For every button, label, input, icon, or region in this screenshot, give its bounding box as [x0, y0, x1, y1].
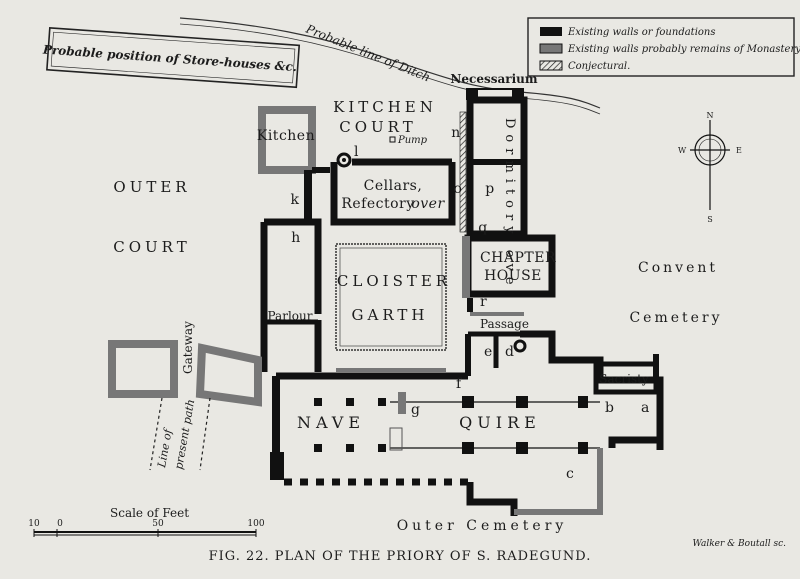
necessarium-label: Necessarium: [450, 72, 537, 86]
refectory-over-label: over: [411, 196, 445, 212]
kitchen-court-label-2: COURT: [339, 118, 416, 136]
legend-swatch-conjectural: [539, 60, 563, 71]
letter-q: q: [478, 220, 487, 236]
scale-title: Scale of Feet: [110, 506, 189, 520]
scale-bar: Scale of Feet 10 0 50 100: [28, 506, 265, 537]
legend-conjectural: Conjectural.: [568, 61, 630, 72]
chapter-label-1: CHAPTER: [480, 250, 556, 266]
pump-icon: [389, 136, 396, 143]
kitchen-label: Kitchen: [257, 128, 315, 144]
chapter-label-2: HOUSE: [484, 268, 542, 284]
letter-l: l: [354, 144, 359, 160]
present-path-label-1: Line of: [155, 426, 175, 469]
scale-tick-3: 100: [247, 519, 264, 529]
dormitory: p q Dormitory over: [466, 96, 528, 303]
gateway-label: Gateway: [181, 321, 195, 374]
outer-court-label-2: COURT: [113, 238, 190, 256]
compass-n: N: [707, 111, 714, 120]
kitchen: Kitchen: [257, 106, 330, 222]
engraver-credit: Walker & Boutall sc.: [693, 539, 787, 549]
dormitory-label: Dormitory over: [502, 118, 517, 303]
passage-label: Passage: [480, 317, 529, 331]
legend: Existing walls or foundations Existing w…: [527, 17, 800, 77]
scale-tick-0: 10: [28, 519, 40, 529]
letter-a: a: [641, 400, 650, 416]
present-path-label-2: present path: [172, 398, 197, 470]
legend-swatch-monastery: [539, 43, 563, 54]
convent-label-2: Cemetery: [629, 310, 722, 326]
letter-c: c: [566, 466, 574, 482]
church: NAVE QUIRE g f c e d Sacristy b a: [270, 330, 664, 516]
letter-p: p: [485, 181, 494, 197]
cloister-label-1: CLOISTER: [337, 272, 451, 290]
outer-court-label-1: OUTER: [113, 178, 190, 196]
compass-e: E: [736, 146, 742, 155]
passage: r Passage: [467, 294, 529, 337]
ditch-label: Probable line of Ditch: [303, 21, 432, 84]
store-houses-label: Probable position of Store-houses &c.: [42, 42, 298, 74]
compass-w: W: [678, 146, 687, 155]
cellars-label: Cellars,: [364, 178, 423, 194]
letter-n: n: [451, 125, 461, 141]
nave-label: NAVE: [297, 413, 365, 432]
west-range: k h Parlour: [260, 192, 322, 372]
refectory: Cellars, Refectory over: [330, 158, 456, 226]
conjectural-strip: n o: [451, 111, 467, 233]
cloister-label-2: GARTH: [352, 306, 429, 324]
kitchen-court-label-1: KITCHEN: [333, 98, 437, 116]
store-houses-box: Probable position of Store-houses &c.: [42, 27, 301, 89]
compass-s: S: [707, 215, 712, 224]
legend-swatch-existing: [540, 27, 562, 36]
letter-e: e: [484, 344, 493, 360]
letter-b: b: [605, 400, 614, 416]
well-d: [513, 339, 527, 353]
legend-existing: Existing walls or foundations: [567, 27, 716, 38]
letter-f: f: [456, 376, 463, 392]
convent-label-1: Convent: [638, 260, 718, 276]
scale-tick-1: 0: [57, 519, 63, 529]
well-l: l: [336, 144, 359, 168]
letter-r: r: [480, 294, 487, 310]
figure-caption: FIG. 22. PLAN OF THE PRIORY OF S. RADEGU…: [209, 549, 592, 564]
chapter-house: CHAPTER HOUSE: [462, 234, 556, 298]
letter-g: g: [411, 402, 420, 418]
cloister-garth: CLOISTER GARTH: [335, 243, 451, 351]
legend-monastery: Existing walls probably remains of Monas…: [567, 44, 800, 55]
necessarium: Necessarium: [450, 72, 538, 100]
letter-k: k: [291, 192, 300, 208]
quire-label: QUIRE: [459, 413, 541, 432]
letter-d: d: [505, 344, 514, 360]
pump-label: Pump: [397, 135, 428, 146]
letter-h: h: [291, 230, 301, 246]
outer-cemetery-label: Outer Cemetery: [397, 518, 568, 534]
scale-tick-2: 50: [152, 519, 164, 529]
compass-icon: N S E W: [678, 111, 742, 224]
parlour-label: Parlour: [268, 309, 313, 323]
gateway: Gateway Line of present path: [108, 321, 262, 471]
sacristy-label: Sacristy: [599, 372, 649, 386]
refectory-label: Refectory: [341, 196, 414, 212]
letter-o: o: [454, 181, 463, 197]
